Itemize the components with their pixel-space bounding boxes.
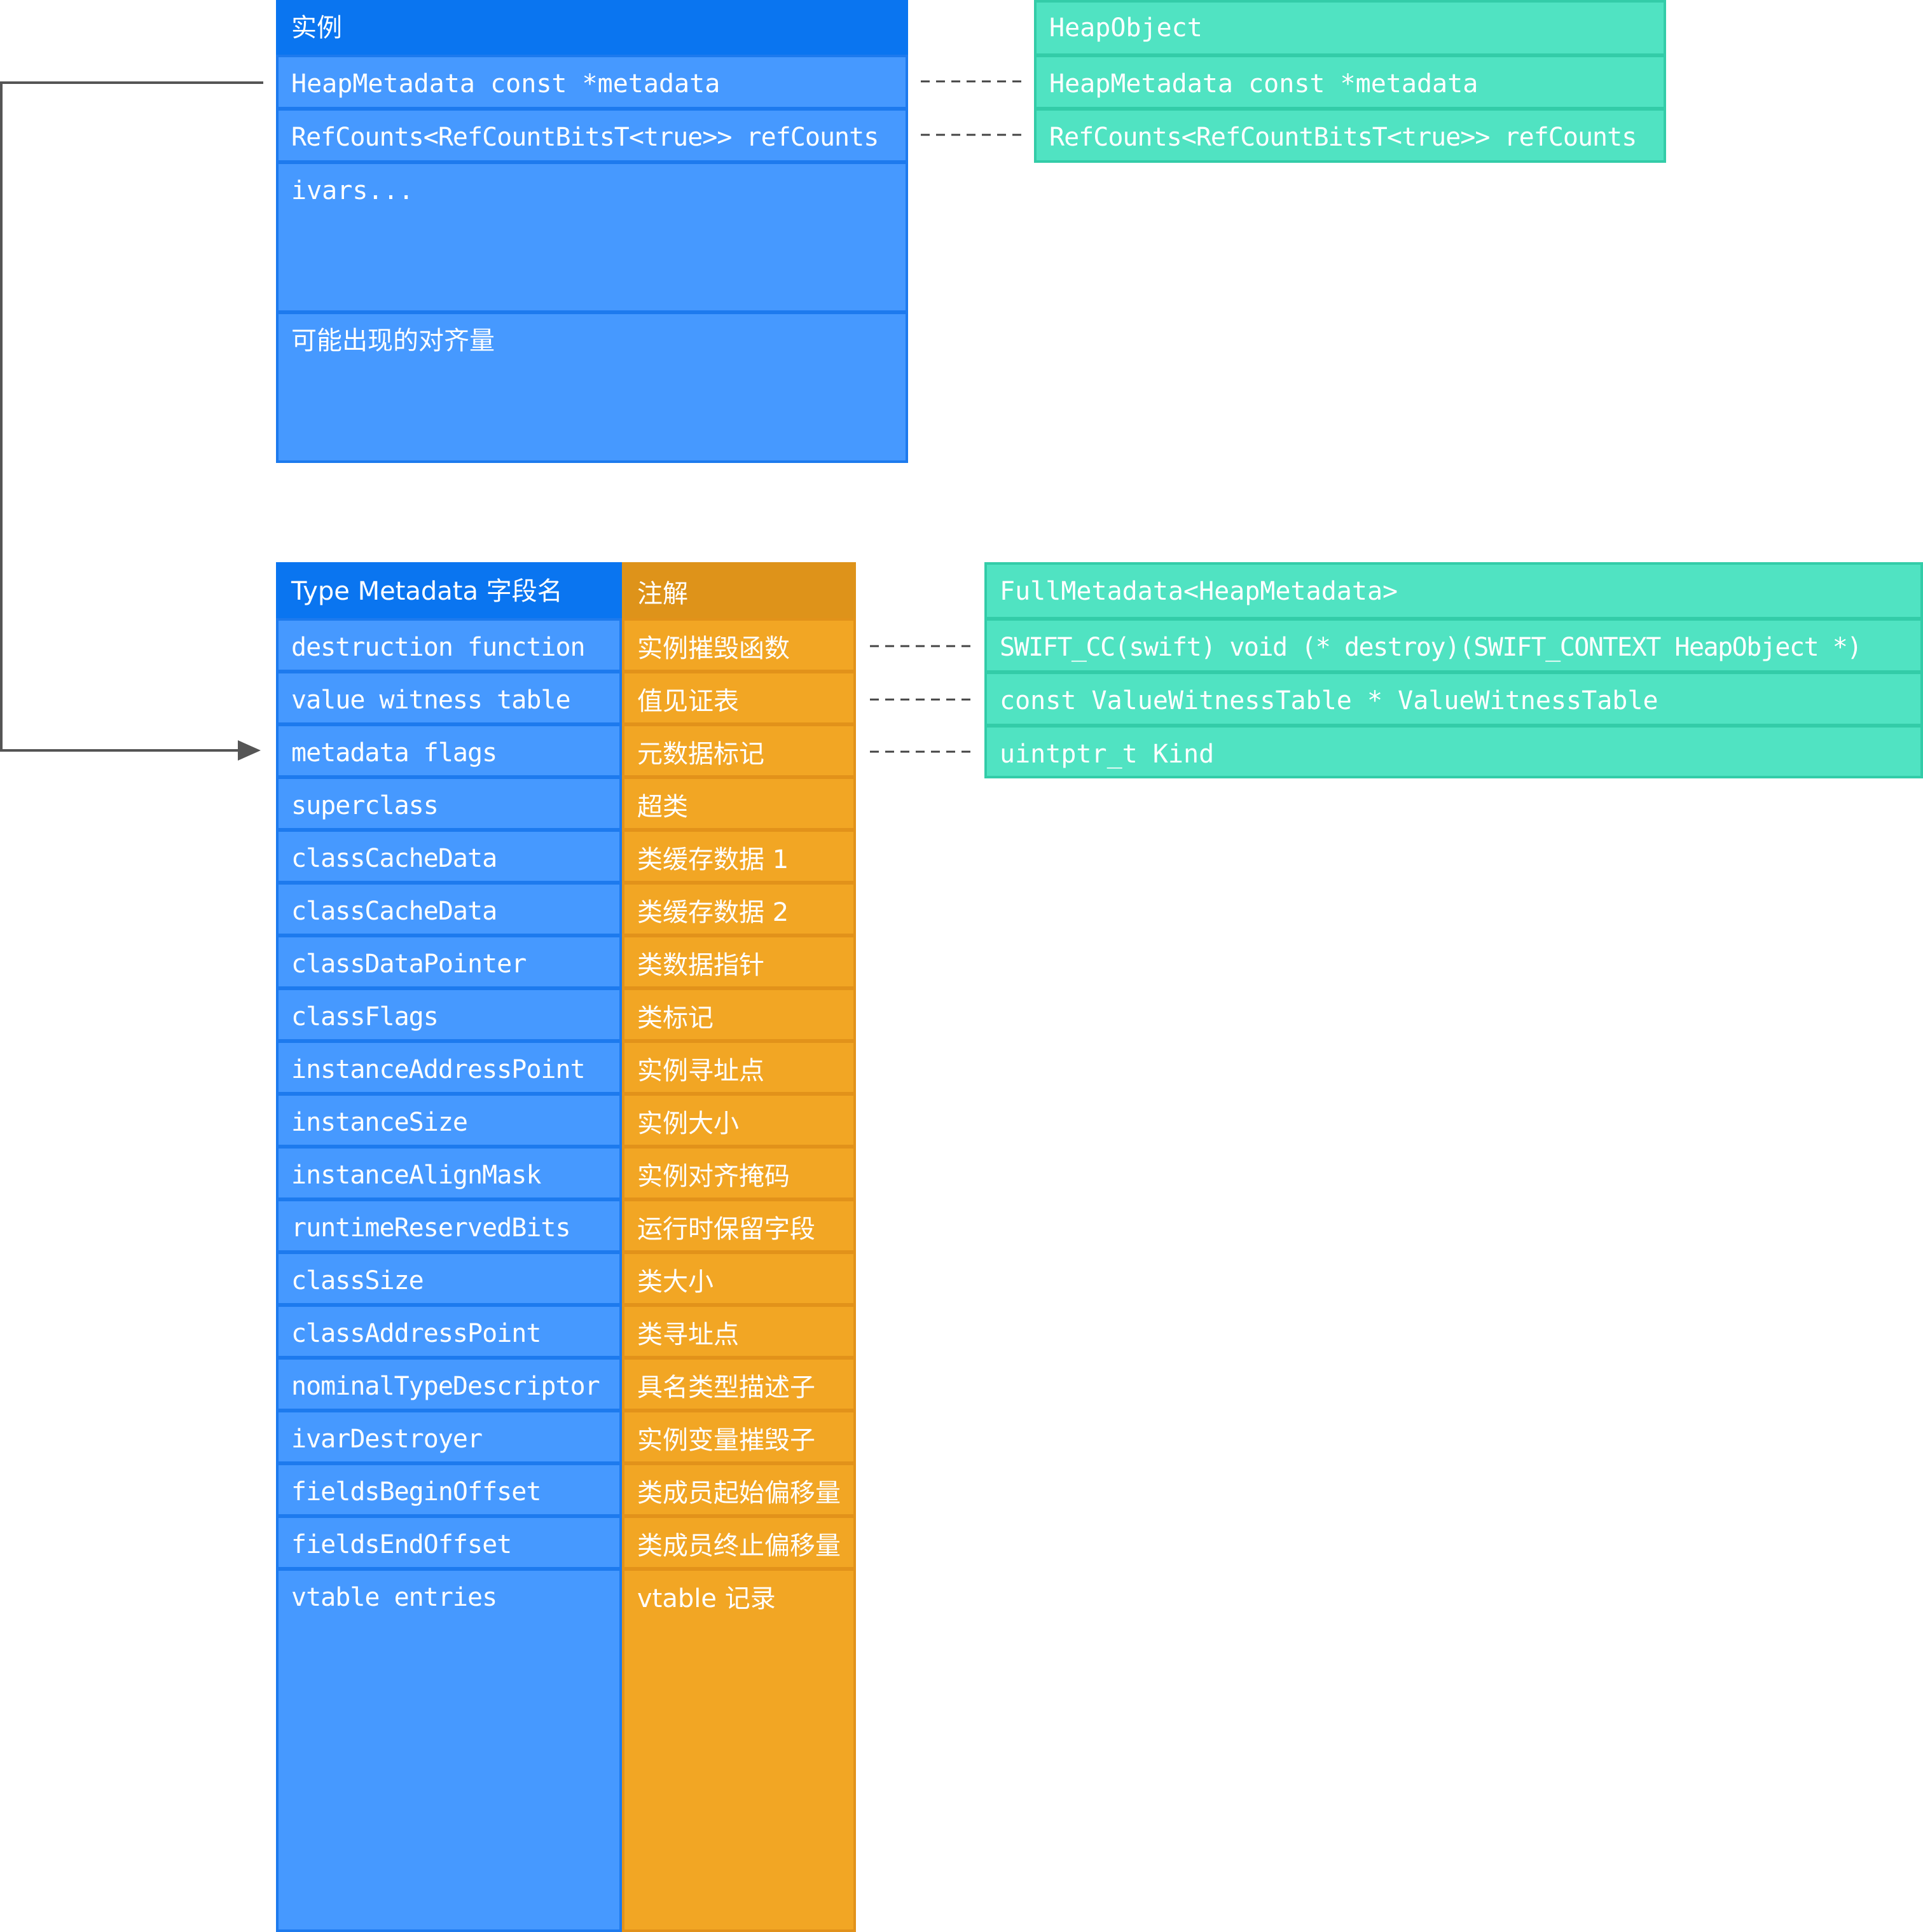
instance-title: 实例	[276, 0, 908, 56]
type-metadata-row: classCacheData	[276, 829, 622, 883]
type-metadata-row: classAddressPoint	[276, 1304, 622, 1358]
type-metadata-row: classDataPointer	[276, 935, 622, 989]
full-metadata-row-destroy: SWIFT_CC(swift) void (* destroy)(SWIFT_C…	[984, 618, 1923, 673]
full-metadata-title: FullMetadata<HeapMetadata>	[984, 562, 1923, 619]
type-metadata-row: vtable entries	[276, 1568, 622, 1932]
type-metadata-row: nominalTypeDescriptor	[276, 1357, 622, 1411]
annotation-row: 类大小	[622, 1252, 856, 1306]
instance-row-alignment: 可能出现的对齐量	[276, 312, 908, 463]
metadata-pointer-arrow	[0, 81, 263, 752]
annotation-row: vtable 记录	[622, 1568, 856, 1932]
annotation-row: 类数据指针	[622, 935, 856, 989]
type-metadata-row: instanceAlignMask	[276, 1146, 622, 1200]
type-metadata-row: classFlags	[276, 988, 622, 1042]
type-metadata-title: Type Metadata 字段名	[276, 562, 622, 619]
annotation-row: 实例对齐掩码	[622, 1146, 856, 1200]
annotation-row: 超类	[622, 776, 856, 831]
annotation-row: 实例寻址点	[622, 1040, 856, 1094]
annotation-row: 类缓存数据 1	[622, 829, 856, 883]
annotation-row: 类寻址点	[622, 1304, 856, 1358]
annotation-row: 实例变量摧毁子	[622, 1410, 856, 1464]
full-metadata-row-kind: uintptr_t Kind	[984, 725, 1923, 778]
type-metadata-row: destruction function	[276, 618, 622, 672]
annotation-row: 类成员终止偏移量	[622, 1515, 856, 1570]
annotation-row: 实例大小	[622, 1093, 856, 1147]
arrow-head-icon	[238, 740, 261, 761]
full-metadata-row-vwt: const ValueWitnessTable * ValueWitnessTa…	[984, 672, 1923, 726]
annotation-row: 类缓存数据 2	[622, 882, 856, 936]
type-metadata-row: value witness table	[276, 671, 622, 725]
heap-object-row-refcounts: RefCounts<RefCountBitsT<true>> refCounts	[1034, 108, 1666, 163]
annotation-row: 运行时保留字段	[622, 1199, 856, 1253]
instance-row-metadata: HeapMetadata const *metadata	[276, 55, 908, 109]
type-metadata-row: instanceSize	[276, 1093, 622, 1147]
type-metadata-row: runtimeReservedBits	[276, 1199, 622, 1253]
